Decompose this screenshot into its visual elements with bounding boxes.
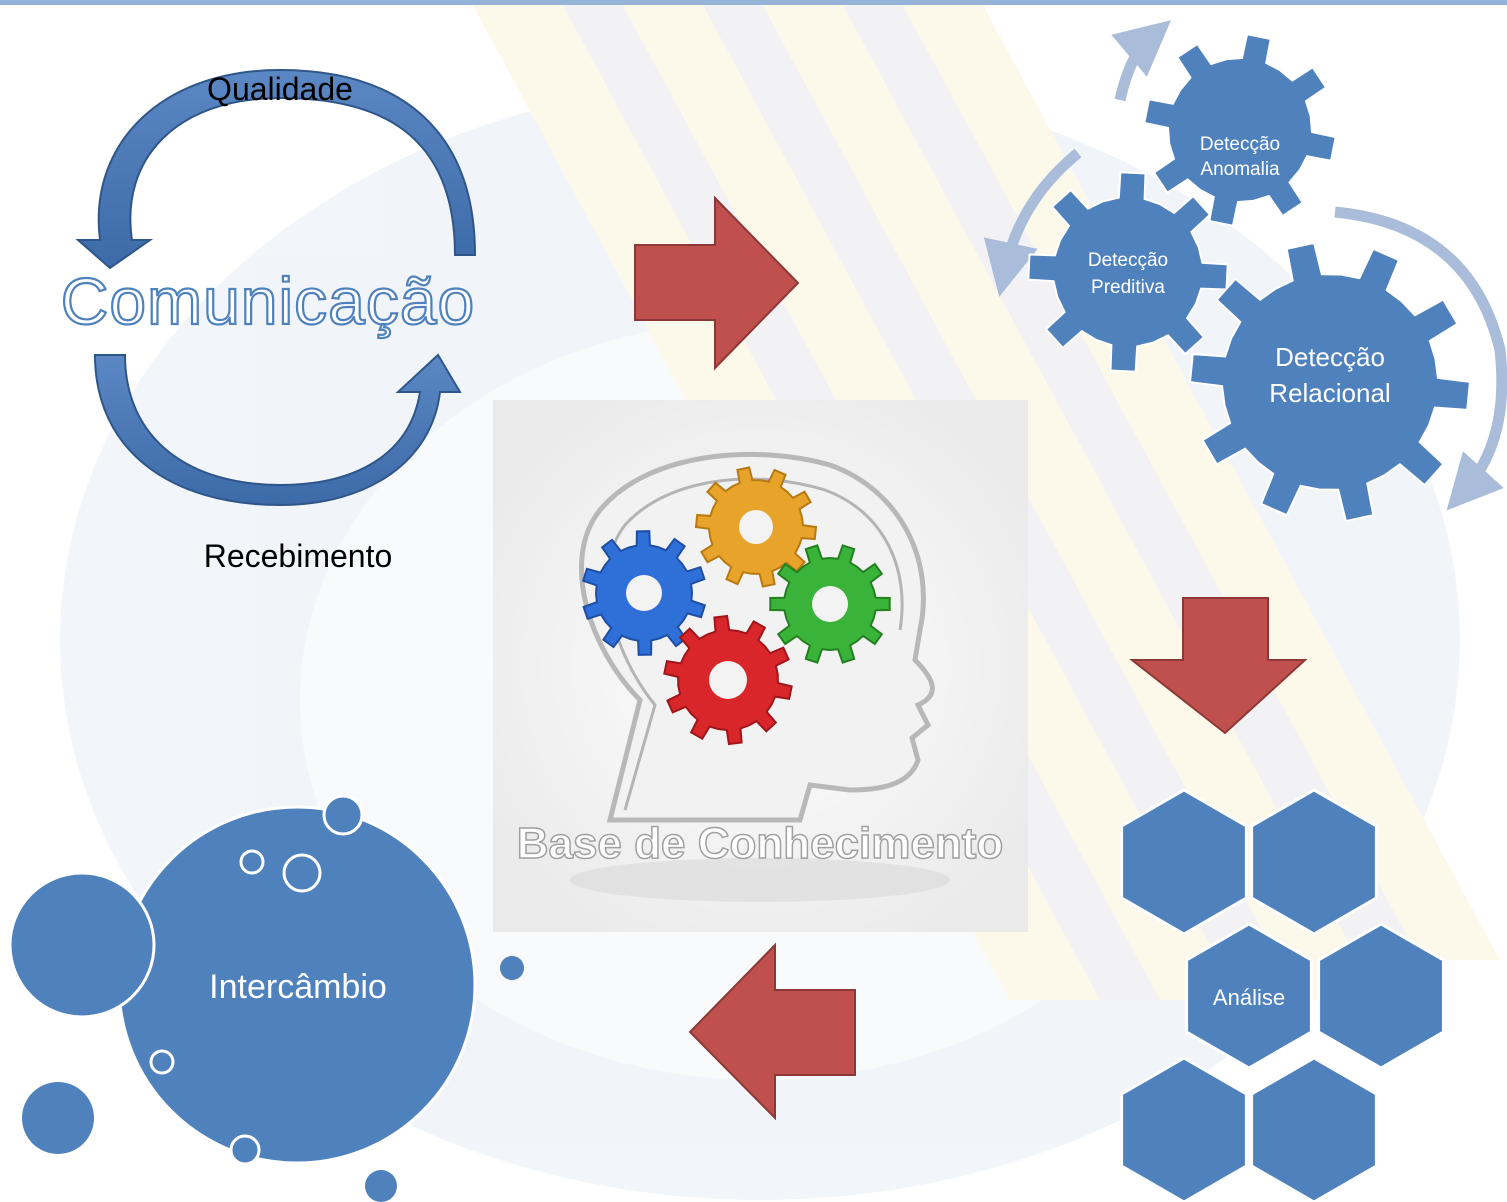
gear-predictive-shape — [1027, 171, 1229, 373]
hexagon-cluster — [1120, 788, 1445, 1202]
gear-relational-line1: Detecção — [1275, 342, 1385, 372]
bubble-bottom-ring — [229, 1134, 261, 1166]
exchange-label: Intercâmbio — [209, 968, 387, 1006]
gear-relational-shape — [1188, 241, 1472, 523]
knowledge-base-caption: Base de Conhecimento — [517, 819, 1004, 868]
bubble-ring-a — [239, 849, 265, 875]
gear-predictive-line1: Detecção — [1088, 250, 1168, 271]
hexagon-3 — [1185, 922, 1313, 1070]
gear-anomaly-line1: Detecção — [1200, 134, 1280, 155]
arc-arrow-top — [1111, 20, 1171, 102]
gear-relational — [1188, 241, 1472, 523]
quality-label: Qualidade — [207, 71, 353, 107]
brain-gears-hole — [626, 575, 662, 611]
communication-cycle: Qualidade Comunicação Recebimento — [60, 68, 477, 574]
brain-gears — [581, 466, 891, 746]
cycle-top-arrow — [75, 68, 477, 270]
gear-anomaly-line2: Anomalia — [1200, 159, 1280, 180]
brain-gears-hole — [739, 510, 773, 544]
brain-gears-hole — [812, 586, 848, 622]
gear-predictive-line2: Preditiva — [1091, 277, 1165, 298]
receiving-label: Recebimento — [204, 538, 393, 574]
top-bar — [0, 0, 1507, 5]
arrow-left — [688, 942, 856, 1121]
hexagon-5 — [1120, 1056, 1248, 1202]
gear-anomaly — [1143, 33, 1337, 227]
head-shadow — [570, 858, 950, 902]
bubble-ring-c — [149, 1049, 175, 1075]
arrow-down — [1129, 597, 1308, 735]
communication-title: Comunicação — [61, 264, 476, 338]
gear-predictive — [1027, 171, 1229, 373]
hexagon-6 — [1250, 1056, 1378, 1202]
bubble-bottom-left — [22, 1082, 94, 1154]
knowledge-base-image: Base de Conhecimento — [493, 400, 1028, 932]
bubble-bottom-dot — [365, 1170, 397, 1202]
gear-relational-line2: Relacional — [1269, 378, 1390, 408]
arc-arrow-left — [983, 148, 1082, 297]
hexagon-4 — [1317, 922, 1445, 1070]
bubble-right-dot — [500, 956, 524, 980]
hexagon-1 — [1120, 788, 1248, 936]
brain-gears-hole — [709, 661, 747, 699]
bubble-cluster: Intercâmbio — [8, 794, 524, 1202]
cycle-bottom-arrow — [93, 353, 462, 507]
analysis-label: Análise — [1213, 985, 1285, 1010]
bubble-ring-b — [282, 853, 322, 893]
bubble-left-large — [8, 871, 156, 1019]
arc-arrow-right — [1334, 206, 1507, 511]
hexagon-2 — [1250, 788, 1378, 936]
arrow-right — [634, 195, 800, 371]
gear-anomaly-shape — [1143, 33, 1337, 227]
bubble-top-small — [322, 794, 364, 836]
gears-cluster: Detecção Anomalia Detecção Preditiva Det… — [983, 20, 1507, 523]
